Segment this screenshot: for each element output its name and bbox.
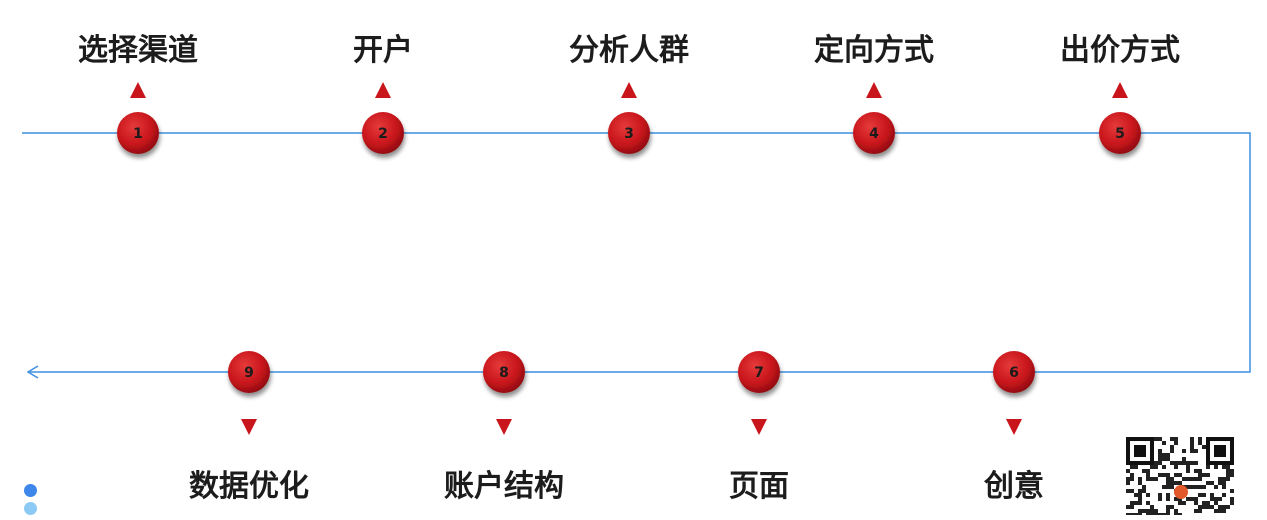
step-number: 2 [378,126,388,142]
triangle-up-icon [866,82,882,98]
triangle-up-icon [130,82,146,98]
step-8: 8 账户结构 [444,351,564,504]
triangle-up-icon [375,82,391,98]
triangle-up-icon [621,82,637,98]
step-number: 8 [499,365,509,381]
step-number: 1 [133,126,143,142]
step-node-circle [853,112,895,154]
triangle-down-icon [241,419,257,435]
step-label: 开户 [353,33,413,68]
step-label: 定向方式 [814,33,934,68]
step-number: 5 [1115,126,1125,142]
step-label: 分析人群 [569,33,689,68]
step-5: 5 出价方式 [1060,33,1180,154]
step-node-circle [362,112,404,154]
qr-logo-icon [1174,485,1188,499]
step-node-circle [228,351,270,393]
step-node-circle [738,351,780,393]
step-6: 6 创意 [983,351,1044,504]
triangle-up-icon [1112,82,1128,98]
step-9: 9 数据优化 [189,351,309,504]
step-label: 创意 [983,469,1044,504]
step-3: 3 分析人群 [569,33,689,154]
decorative-dots [24,484,37,520]
step-number: 6 [1009,365,1019,381]
step-node-circle [117,112,159,154]
step-2: 2 开户 [353,33,413,154]
step-node-circle [993,351,1035,393]
step-label: 账户结构 [444,469,564,504]
step-node-circle [1099,112,1141,154]
step-label: 出价方式 [1060,33,1180,68]
triangle-down-icon [751,419,767,435]
step-label: 数据优化 [189,469,309,504]
dot-icon [24,502,37,515]
triangle-down-icon [1006,419,1022,435]
step-node-circle [483,351,525,393]
step-1: 1 选择渠道 [78,33,198,154]
arrowhead-left-icon [26,365,39,379]
step-number: 9 [244,365,254,381]
flow-connector-line [22,132,1251,373]
step-7: 7 页面 [729,351,789,504]
step-number: 7 [754,365,764,381]
qr-code-icon [1126,437,1236,515]
step-label: 页面 [729,469,789,504]
step-4: 4 定向方式 [814,33,934,154]
triangle-down-icon [496,419,512,435]
dot-icon [24,484,37,497]
step-label: 选择渠道 [78,33,198,68]
step-number: 3 [624,126,634,142]
step-node-circle [608,112,650,154]
step-number: 4 [869,126,879,142]
